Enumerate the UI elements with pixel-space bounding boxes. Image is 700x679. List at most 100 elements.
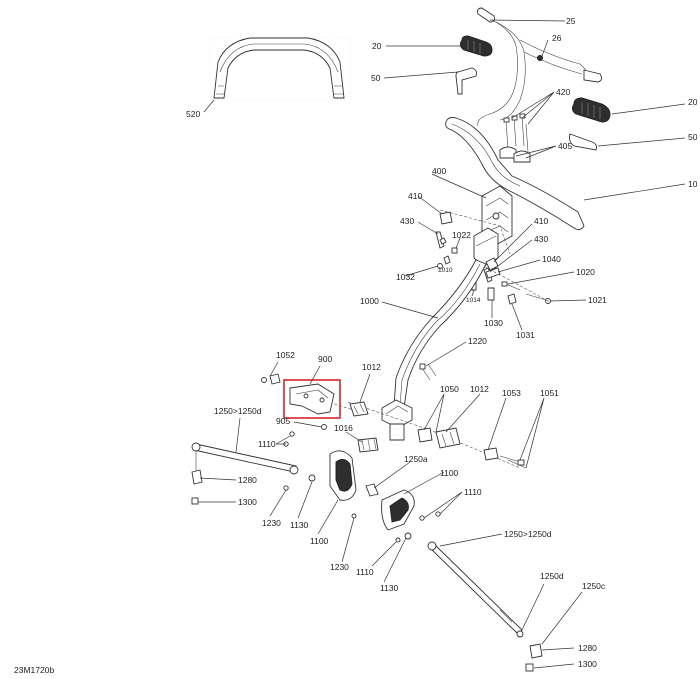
label-420: 420 [556,87,570,97]
label-1000: 1000 [360,296,379,306]
bushing-1030[interactable] [487,287,495,301]
label-25: 25 [566,16,576,26]
nut-1300-right[interactable] [525,663,534,672]
grip-left-20[interactable] [459,35,493,57]
grip-tube-left-50[interactable] [455,67,477,95]
label-1110-bottom: 1110 [356,567,374,577]
bolt-1220[interactable] [419,363,437,381]
label-50-right: 50 [688,132,698,142]
ball-joint-1280-right[interactable] [529,643,543,659]
nut-1130-left[interactable] [308,474,316,482]
steering-arm-1100-right[interactable] [381,489,415,531]
label-1032: 1032 [396,272,415,282]
tie-rod-left-1250[interactable] [191,442,299,475]
bolt-1250a[interactable] [365,483,379,497]
bolt-1052[interactable] [261,373,281,385]
ball-joint-1280-left[interactable] [191,469,203,485]
label-410-left: 410 [408,191,422,201]
label-26: 26 [552,33,562,43]
label-1012-left: 1012 [362,362,381,372]
label-1110-left: 1110 [258,439,276,449]
washer-1230-center[interactable] [351,513,357,519]
screw-1110-right[interactable] [419,511,441,521]
bolt-1020[interactable] [501,281,521,291]
label-1040: 1040 [542,254,561,264]
part-1050[interactable] [417,427,433,443]
label-1012-right: 1012 [470,384,489,394]
label-1020: 1020 [576,267,595,277]
label-1300-right: 1300 [578,659,597,669]
bolt-430-left[interactable] [435,231,447,249]
label-520: 520 [186,109,200,119]
label-1053: 1053 [502,388,521,398]
label-905: 905 [276,416,290,426]
column-lower-block [381,399,413,441]
heated-grip-harness-25[interactable] [477,7,603,127]
label-1014: 1014 [466,297,481,304]
bushing-1012-left[interactable] [349,401,369,417]
label-1220: 1220 [468,336,487,346]
label-20-right: 20 [688,97,698,107]
grip-tube-right-50[interactable] [569,133,597,151]
label-1230-left: 1230 [262,518,281,528]
label-1110-right: 1110 [464,487,482,497]
bushing-1010[interactable] [443,255,451,265]
label-405: 405 [558,141,572,151]
nut-905[interactable] [321,424,327,430]
steering-arm-1100-left[interactable] [329,450,357,501]
spring-1016[interactable] [357,437,379,453]
bolts-420[interactable] [503,113,529,153]
callout-labels: 25 26 20 50 20 50 10 520 420 405 400 410… [14,16,698,675]
label-410-right: 410 [534,216,548,226]
bracket-900[interactable] [289,383,335,415]
label-1300-left: 1300 [238,497,257,507]
nut-1300-left[interactable] [191,497,199,505]
label-400: 400 [432,166,446,176]
spacer-1053[interactable] [483,447,499,461]
label-1050: 1050 [440,384,459,394]
clamp-405[interactable] [499,146,531,163]
bolt-1051[interactable] [499,455,527,469]
end-1250c[interactable] [516,630,524,638]
label-1100-left: 1100 [310,536,329,546]
label-1031: 1031 [516,330,535,340]
label-1030: 1030 [484,318,503,328]
label-20-left: 20 [372,41,382,51]
label-900: 900 [318,354,332,364]
screw-26[interactable] [536,54,544,62]
label-430-left: 430 [400,216,414,226]
label-430-right: 430 [534,234,548,244]
label-1250d: 1250d [540,571,564,581]
label-1250a: 1250a [404,454,428,464]
label-1010: 1010 [438,267,453,274]
label-1250c: 1250c [582,581,606,591]
grip-right-20[interactable] [571,97,611,123]
label-10: 10 [688,179,698,189]
label-1130-right: 1130 [380,583,399,593]
label-1130-left: 1130 [290,520,309,530]
washer-1230-left[interactable] [283,485,289,491]
bushing-1012-right[interactable] [435,427,461,449]
handlebar-10[interactable] [445,117,585,231]
nut-1031[interactable] [507,293,517,305]
label-50-left: 50 [371,73,381,83]
label-1022: 1022 [452,230,471,240]
label-1052: 1052 [276,350,295,360]
handlebar-pad-520[interactable] [203,37,351,113]
label-1016: 1016 [334,423,353,433]
drawing-code: 23M1720b [14,665,54,675]
tie-rod-right-1250[interactable] [427,541,523,635]
label-1280-left: 1280 [238,475,257,485]
nut-410-left[interactable] [439,211,453,225]
label-1250-right: 1250>1250d [504,529,552,539]
screw-1110-bottom[interactable] [395,537,401,543]
label-1280-right: 1280 [578,643,597,653]
label-1230-center: 1230 [330,562,349,572]
label-1250-left: 1250>1250d [214,406,262,416]
nut-1130-right[interactable] [404,532,412,540]
label-1021: 1021 [588,295,607,305]
label-1100-right: 1100 [440,468,459,478]
nut-1022[interactable] [451,247,458,254]
leader-lines [198,19,686,669]
